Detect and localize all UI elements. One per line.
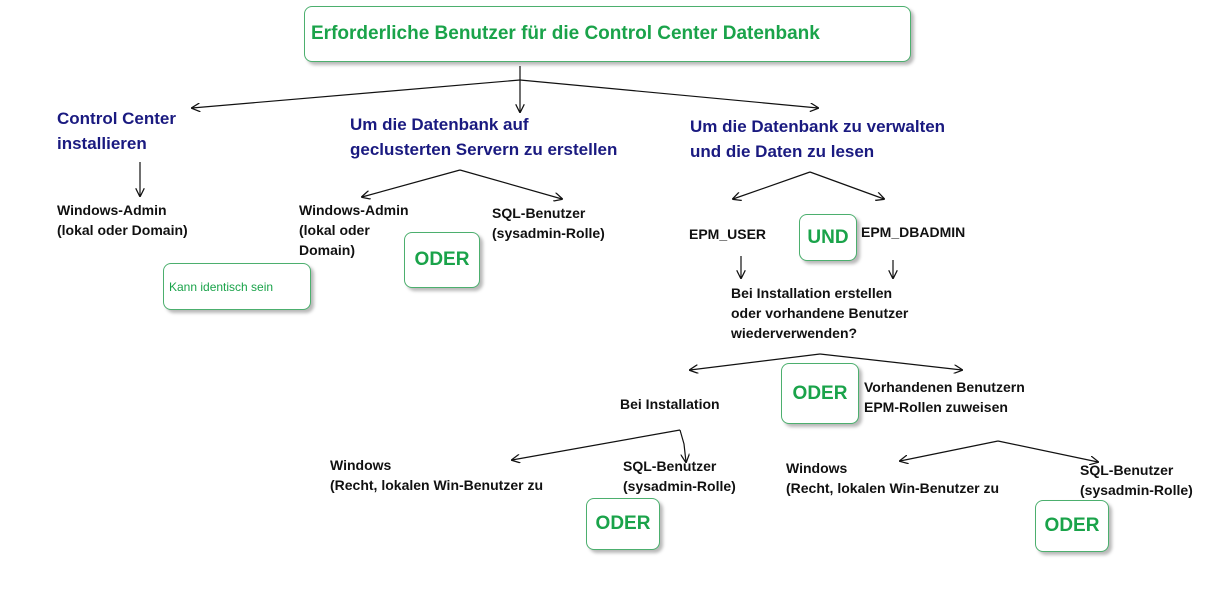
create-or-label: ODER	[595, 513, 651, 534]
note-text: Kann identisch sein	[169, 279, 274, 294]
create-sql-user: SQL-Benutzer (sysadmin-Rolle)	[623, 458, 736, 494]
assign-windows: Windows (Recht, lokalen Win-Benutzer zu	[786, 460, 1000, 496]
manage-and-box: UND	[799, 214, 857, 261]
note-box: Kann identisch sein	[163, 263, 311, 310]
heading-manage: Um die Datenbank zu verwalten und die Da…	[690, 117, 946, 161]
option-create: Bei Installation	[620, 396, 720, 412]
title-text: Erforderliche Benutzer für die Control C…	[311, 23, 820, 44]
option-assign: Vorhandenen Benutzern EPM-Rollen zuweise…	[864, 379, 1025, 415]
arrow-manage-epm-user	[733, 171, 811, 199]
arrow-manage-epm-dbadmin	[809, 171, 884, 199]
manage-question: Bei Installation erstellen oder vorhande…	[731, 285, 909, 341]
arrow-assign-sql	[997, 440, 1098, 462]
arrow-question-assign	[819, 353, 962, 370]
heading-install: Control Center installieren	[57, 109, 176, 153]
assign-or-label: ODER	[1044, 515, 1100, 536]
manage-and-label: UND	[807, 226, 849, 248]
manage-epm-dbadmin: EPM_DBADMIN	[861, 224, 966, 240]
arrow-to-install	[192, 79, 521, 108]
create-windows: Windows (Recht, lokalen Win-Benutzer zu	[330, 457, 544, 493]
arrow-cluster-windows	[362, 169, 461, 197]
cluster-sql-user: SQL-Benutzer (sysadmin-Rolle)	[492, 205, 605, 241]
manage-or-label: ODER	[792, 382, 848, 404]
assign-sql-user: SQL-Benutzer (sysadmin-Rolle)	[1080, 462, 1193, 498]
create-or-box: ODER	[586, 498, 660, 550]
arrow-to-manage	[519, 79, 818, 108]
cluster-or-label: ODER	[414, 249, 470, 270]
cluster-or-box: ODER	[404, 232, 480, 288]
manage-or-box: ODER	[781, 363, 859, 424]
cluster-windows-admin: Windows-Admin (lokal oder Domain)	[299, 202, 409, 258]
arrow-assign-windows	[900, 440, 999, 461]
title-box: Erforderliche Benutzer für die Control C…	[304, 6, 911, 62]
arrow-create-windows	[512, 429, 681, 460]
arrow-create-sql	[679, 429, 686, 462]
heading-cluster: Um die Datenbank auf geclusterten Server…	[350, 115, 618, 159]
manage-epm-user: EPM_USER	[689, 226, 767, 242]
arrow-cluster-sql	[459, 169, 562, 199]
arrow-question-create	[690, 353, 821, 370]
assign-or-box: ODER	[1035, 500, 1109, 552]
install-windows-admin: Windows-Admin (lokal oder Domain)	[57, 202, 188, 238]
